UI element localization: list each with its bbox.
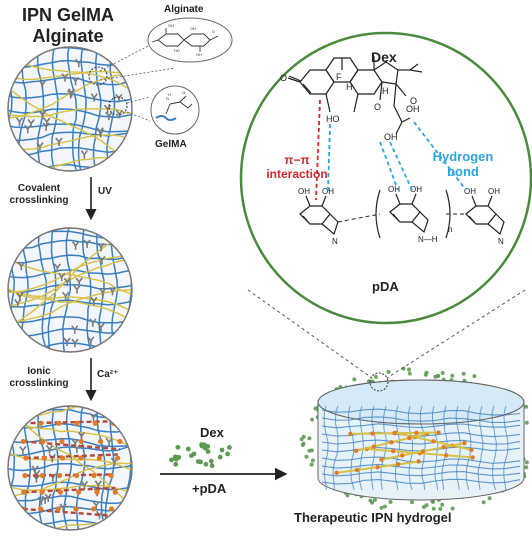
pda-structure [299,189,505,239]
pi-line1: π−π [284,153,310,167]
svg-text:N: N [332,237,338,246]
dex-structure [287,56,423,135]
svg-text:N—H: N—H [418,235,438,244]
svg-text:N: N [498,237,504,246]
ca-label: Ca²⁺ [97,369,119,380]
hydrogen-bond-lines [327,121,467,193]
title-line1: IPN GelMA [21,5,114,25]
ionic-crosslinking-label: Ionic crosslinking [8,366,70,389]
svg-text:HO: HO [174,48,180,53]
uv-label: UV [98,186,112,197]
svg-text:OH: OH [406,104,420,114]
ionic-line1: Ionic [27,366,51,377]
pi-interaction-line [315,99,321,201]
svg-text:O: O [410,96,417,106]
covalent-line2: crosslinking [9,194,69,206]
svg-text:O: O [374,102,381,112]
svg-text:OH: OH [464,187,476,196]
svg-text:HO: HO [326,114,340,124]
molecular-zoom-circle: O F HO H H O OH OH O [239,31,532,325]
svg-text:N: N [166,96,169,101]
svg-text:OH: OH [298,187,310,196]
svg-text:H: H [168,92,171,97]
pi-line2: interaction [266,166,328,181]
svg-text:O: O [182,90,185,95]
hbond-line2: bond [447,163,479,179]
svg-text:OH: OH [488,187,500,196]
alginate-structure-inset: OH OH OH O HO [88,17,233,86]
svg-text:n: n [448,225,452,234]
title-ipn-gelma-alginate: IPN GelMA Alginate [8,5,128,46]
network-circle-covalent [7,227,133,353]
dex-atom-labels: O F HO H H O OH OH O [280,72,420,142]
network-circle-initial [7,46,133,172]
svg-text:OH: OH [388,185,400,194]
therapeutic-hydrogel-disc [299,366,529,511]
network-circle-ionic [7,405,133,531]
svg-text:OH: OH [196,52,202,57]
therapeutic-ipn-hydrogel-label: Therapeutic IPN hydrogel [294,510,452,525]
svg-text:H: H [346,82,353,92]
pda-molecule-label: pDA [372,279,399,294]
dex-particles [169,442,232,469]
hydrogen-bond-label: Hydrogen bond [428,149,498,180]
svg-text:OH: OH [190,26,196,31]
pda-linkage [337,213,466,223]
svg-text:OH: OH [322,187,334,196]
dex-molecule-label: Dex [371,49,397,65]
pda-atom-labels: OH OH N OH OH N—H n OH OH N [298,185,504,246]
dex-arrow-label: Dex [200,425,224,440]
hbond-line1: Hydrogen [432,149,494,164]
svg-text:H: H [382,86,389,96]
title-line2: Alginate [32,25,104,46]
gelma-label: GelMA [155,139,187,150]
svg-text:O: O [212,29,215,34]
svg-text:OH: OH [410,185,422,194]
ionic-line2: crosslinking [9,377,69,389]
pda-arrow-label: +pDA [192,481,227,496]
svg-text:F: F [336,72,342,82]
zoom-cone [247,289,526,379]
covalent-line1: Covalent [17,183,61,194]
svg-text:O: O [280,73,287,83]
svg-text:OH: OH [384,132,398,142]
svg-text:OH: OH [168,23,174,28]
gelma-structure-inset: NH O [108,85,200,135]
pi-interaction-label: π−π interaction [262,153,332,182]
alginate-label: Alginate [164,4,204,15]
covalent-crosslinking-label: Covalent crosslinking [8,183,70,206]
